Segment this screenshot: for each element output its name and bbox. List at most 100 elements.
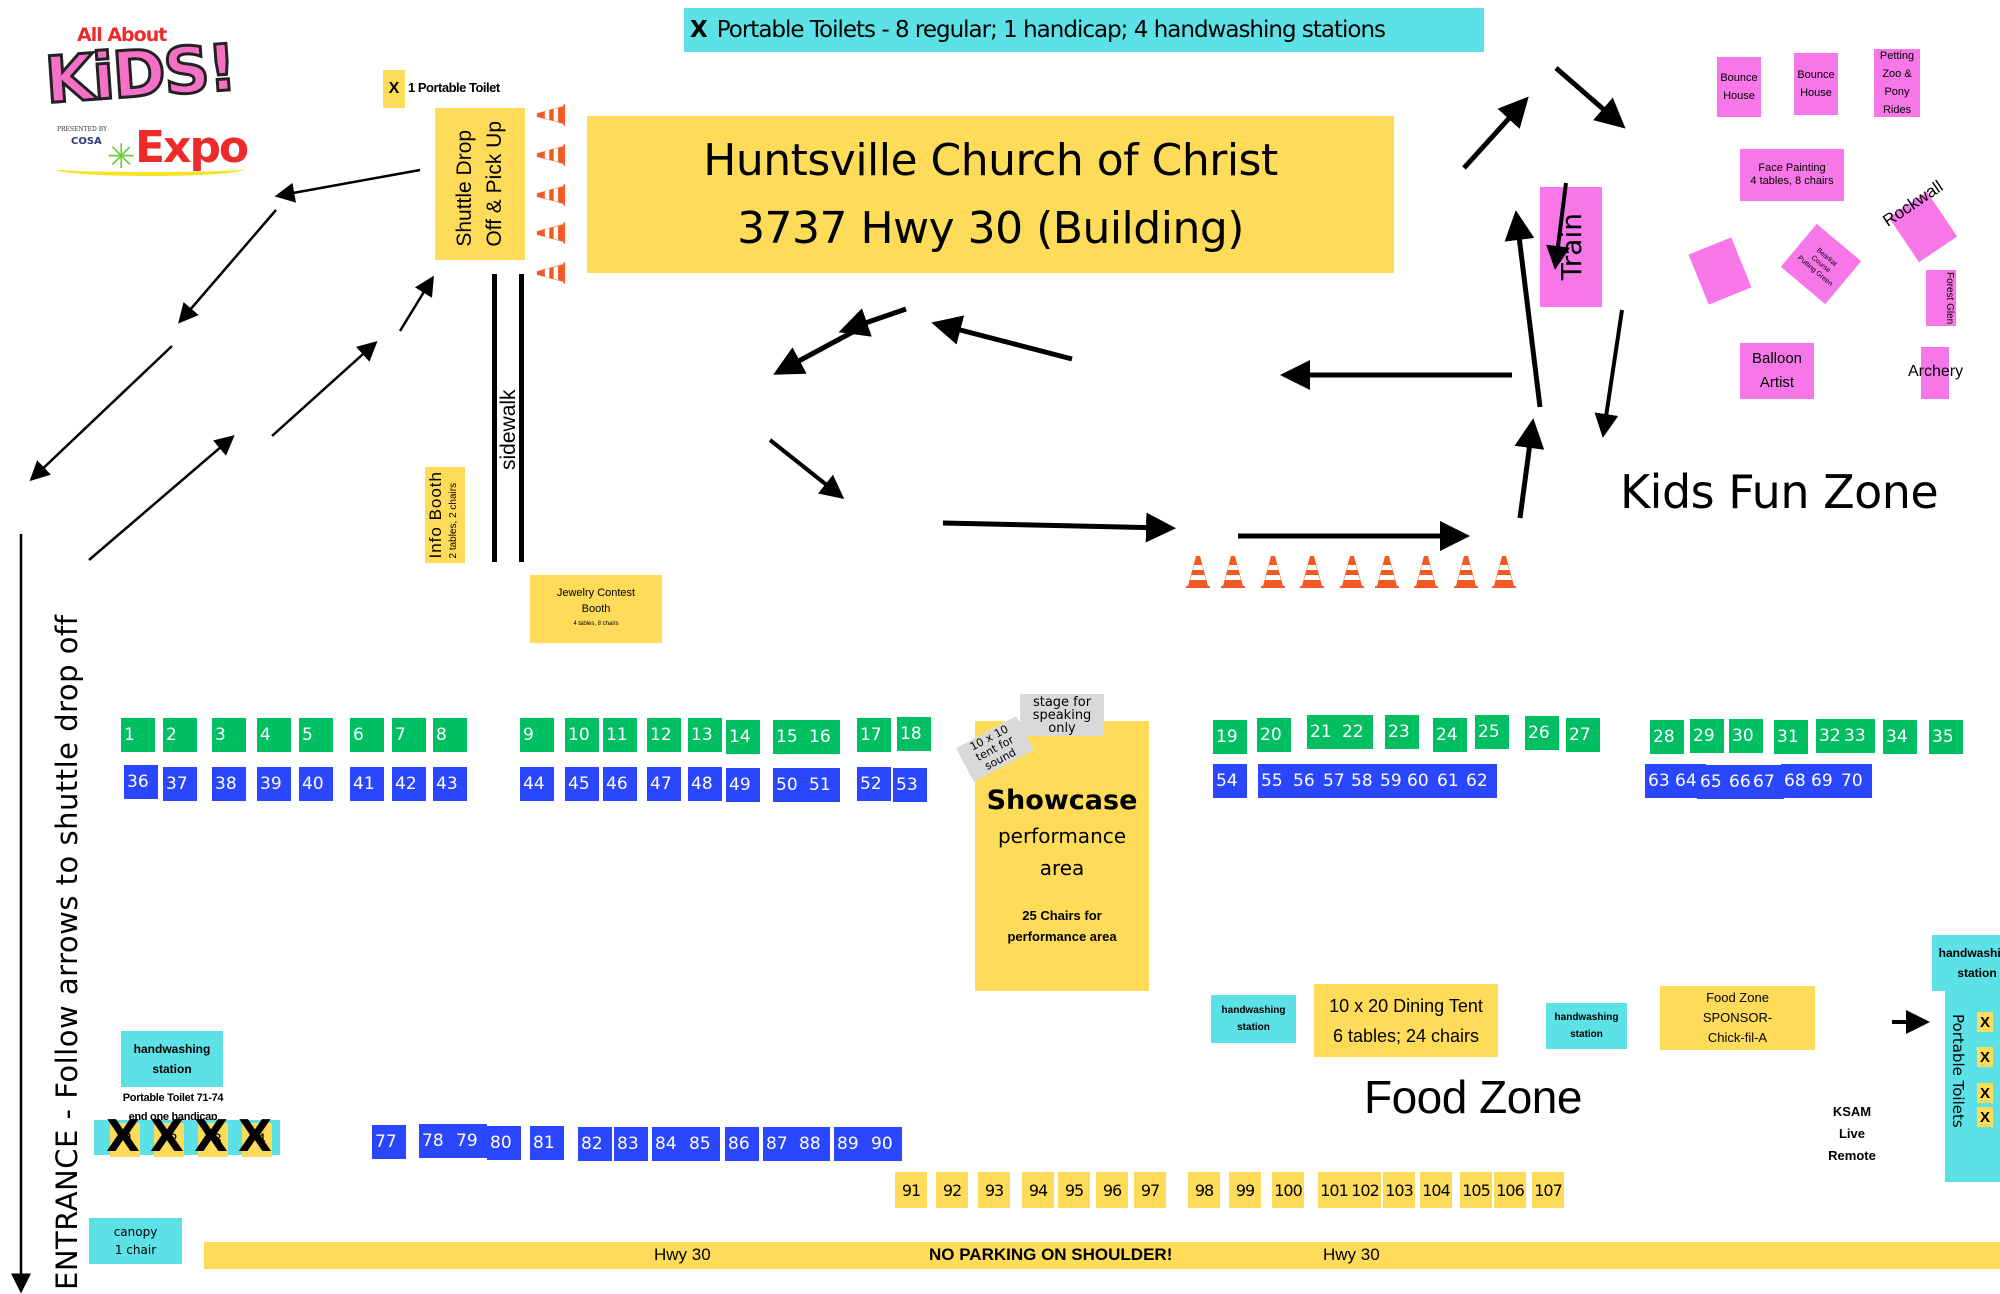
booth-98[interactable]: 98 [1188, 1172, 1220, 1208]
booth-86[interactable]: 86 [725, 1127, 759, 1161]
booth-58[interactable]: 58 [1348, 764, 1382, 798]
booth-28[interactable]: 28 [1650, 720, 1684, 754]
booth-29[interactable]: 29 [1690, 719, 1724, 753]
booth-57[interactable]: 57 [1320, 764, 1354, 798]
booth-13[interactable]: 13 [688, 718, 722, 752]
handwashing-station-food-left: handwashing station [1211, 995, 1296, 1043]
booth-95[interactable]: 95 [1058, 1172, 1090, 1208]
booth-10[interactable]: 10 [565, 718, 599, 752]
booth-53[interactable]: 53 [893, 768, 927, 802]
booth-99[interactable]: 99 [1229, 1172, 1261, 1208]
booth-43[interactable]: 43 [433, 767, 467, 801]
booth-8[interactable]: 8 [433, 718, 467, 752]
booth-51[interactable]: 51 [806, 768, 840, 802]
booth-34[interactable]: 34 [1883, 720, 1917, 754]
booth-61[interactable]: 61 [1434, 764, 1468, 798]
booth-12[interactable]: 12 [647, 718, 681, 752]
booth-50[interactable]: 50 [773, 768, 807, 802]
booth-97[interactable]: 97 [1134, 1172, 1166, 1208]
booth-69[interactable]: 69 [1808, 764, 1842, 798]
booth-48[interactable]: 48 [688, 767, 722, 801]
booth-70[interactable]: 70 [1838, 764, 1872, 798]
booth-18[interactable]: 18 [897, 717, 931, 751]
booth-5[interactable]: 5 [299, 718, 333, 752]
booth-6[interactable]: 6 [350, 718, 384, 752]
booth-54[interactable]: 54 [1213, 764, 1247, 798]
booth-47[interactable]: 47 [647, 767, 681, 801]
booth-37[interactable]: 37 [163, 767, 197, 801]
booth-20[interactable]: 20 [1257, 718, 1291, 752]
booth-44[interactable]: 44 [520, 767, 554, 801]
booth-89[interactable]: 89 [834, 1127, 868, 1161]
booth-55[interactable]: 55 [1258, 764, 1292, 798]
booth-106[interactable]: 106 [1494, 1172, 1526, 1208]
booth-79[interactable]: 79 [453, 1124, 487, 1158]
booth-56[interactable]: 56 [1290, 764, 1324, 798]
booth-60[interactable]: 60 [1404, 764, 1438, 798]
booth-107[interactable]: 107 [1532, 1172, 1564, 1208]
booth-77[interactable]: 77 [372, 1125, 406, 1159]
booth-15[interactable]: 15 [773, 720, 807, 754]
banner-text: Portable Toilets - 8 regular; 1 handicap… [716, 17, 1386, 43]
arrow-loop-5 [768, 438, 845, 499]
toilet-x-icon: X [1977, 1083, 1993, 1103]
booth-17[interactable]: 17 [857, 718, 891, 752]
train-attraction: Train [1540, 187, 1602, 307]
booth-24[interactable]: 24 [1433, 718, 1467, 752]
booth-1[interactable]: 1 [121, 718, 155, 752]
booth-46[interactable]: 46 [603, 767, 637, 801]
booth-38[interactable]: 38 [212, 767, 246, 801]
booth-39[interactable]: 39 [257, 767, 291, 801]
booth-27[interactable]: 27 [1566, 718, 1600, 752]
booth-84[interactable]: 84 [652, 1127, 686, 1161]
booth-30[interactable]: 30 [1729, 719, 1763, 753]
booth-103[interactable]: 103 [1383, 1172, 1415, 1208]
booth-67[interactable]: 67 [1750, 765, 1784, 799]
booth-83[interactable]: 83 [614, 1127, 648, 1161]
booth-82[interactable]: 82 [578, 1127, 612, 1161]
booth-21[interactable]: 21 [1307, 715, 1341, 749]
booth-96[interactable]: 96 [1096, 1172, 1128, 1208]
booth-102[interactable]: 102 [1349, 1172, 1381, 1208]
booth-41[interactable]: 41 [350, 767, 384, 801]
booth-78[interactable]: 78 [419, 1124, 453, 1158]
booth-25[interactable]: 25 [1475, 715, 1509, 749]
booth-80[interactable]: 80 [487, 1126, 521, 1160]
booth-36[interactable]: 36 [124, 765, 158, 799]
booth-101[interactable]: 101 [1318, 1172, 1350, 1208]
booth-3[interactable]: 3 [212, 718, 246, 752]
booth-4[interactable]: 4 [257, 718, 291, 752]
booth-105[interactable]: 105 [1460, 1172, 1492, 1208]
booth-9[interactable]: 9 [520, 718, 554, 752]
booth-19[interactable]: 19 [1213, 720, 1247, 754]
booth-93[interactable]: 93 [978, 1172, 1010, 1208]
booth-104[interactable]: 104 [1420, 1172, 1452, 1208]
booth-16[interactable]: 16 [806, 720, 840, 754]
booth-42[interactable]: 42 [392, 767, 426, 801]
booth-26[interactable]: 26 [1525, 716, 1559, 750]
booth-11[interactable]: 11 [603, 718, 637, 752]
booth-22[interactable]: 22 [1339, 715, 1373, 749]
booth-40[interactable]: 40 [299, 767, 333, 801]
booth-88[interactable]: 88 [796, 1127, 830, 1161]
booth-31[interactable]: 31 [1774, 720, 1808, 754]
booth-35[interactable]: 35 [1929, 720, 1963, 754]
booth-45[interactable]: 45 [565, 767, 599, 801]
booth-49[interactable]: 49 [726, 768, 760, 802]
booth-14[interactable]: 14 [726, 720, 760, 754]
booth-81[interactable]: 81 [530, 1126, 564, 1160]
booth-7[interactable]: 7 [392, 718, 426, 752]
booth-100[interactable]: 100 [1272, 1172, 1304, 1208]
booth-65[interactable]: 65 [1697, 765, 1731, 799]
booth-2[interactable]: 2 [163, 718, 197, 752]
booth-94[interactable]: 94 [1022, 1172, 1054, 1208]
booth-85[interactable]: 85 [686, 1127, 720, 1161]
booth-52[interactable]: 52 [857, 767, 891, 801]
booth-23[interactable]: 23 [1385, 715, 1419, 749]
booth-90[interactable]: 90 [868, 1127, 902, 1161]
booth-92[interactable]: 92 [936, 1172, 968, 1208]
booth-33[interactable]: 33 [1841, 719, 1875, 753]
booth-91[interactable]: 91 [895, 1172, 927, 1208]
booth-87[interactable]: 87 [763, 1127, 797, 1161]
booth-62[interactable]: 62 [1463, 764, 1497, 798]
